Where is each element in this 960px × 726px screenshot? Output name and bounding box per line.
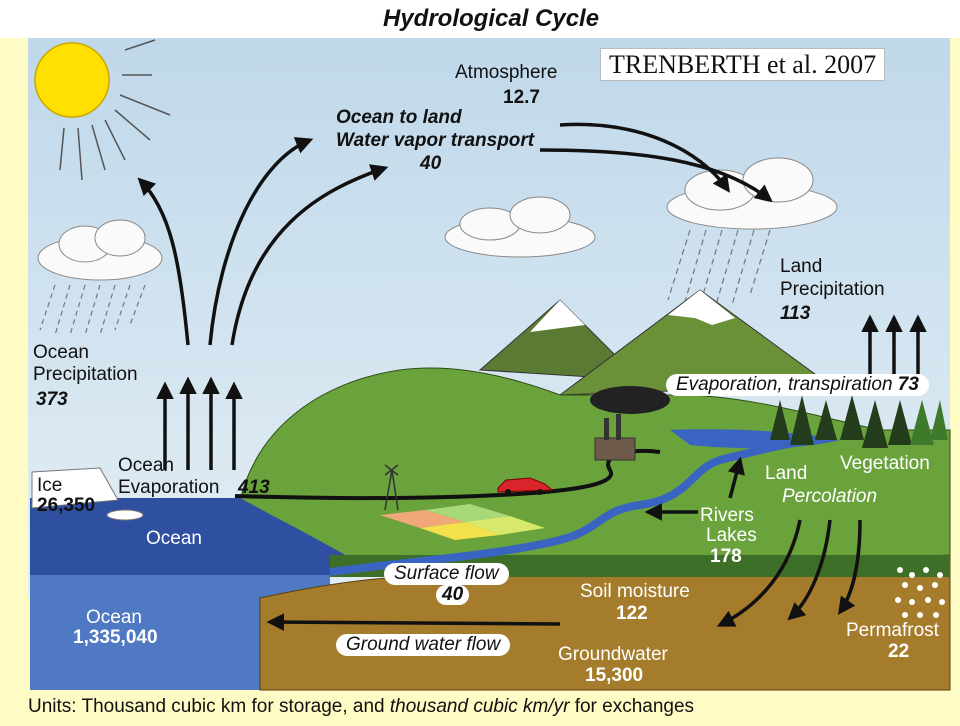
surface-flow-label: Surface flow	[384, 563, 509, 585]
cloud-middle-icon	[444, 196, 596, 258]
ice-floe	[106, 509, 144, 521]
diagram-title: Hydrological Cycle	[383, 5, 600, 32]
frame-right	[948, 0, 960, 726]
ocean-to-land-value: 40	[420, 153, 442, 174]
rivers-line2: Lakes	[706, 525, 757, 546]
ocean-to-land-line2: Water vapor transport	[336, 130, 535, 151]
groundwater-flow-label: Ground water flow	[336, 634, 511, 656]
river	[329, 434, 831, 576]
land-precip-value: 113	[780, 303, 811, 324]
land-precip-line2: Precipitation	[780, 279, 885, 300]
groundwater-label: Groundwater	[558, 644, 668, 665]
sun-icon	[34, 39, 171, 181]
permafrost-label: Permafrost	[846, 620, 939, 641]
ocean-precip-value: 373	[36, 389, 68, 410]
mountains	[478, 289, 832, 396]
groundwater-value: 15,300	[585, 665, 644, 686]
ice-sheet	[31, 467, 119, 509]
atmosphere-label: Atmosphere	[455, 62, 558, 83]
surface-flow-value: 40	[436, 585, 470, 605]
ocean-surface-label: Ocean	[146, 528, 202, 549]
frame-top	[0, 0, 960, 38]
flow-arrows	[137, 122, 927, 631]
ice-label: Ice	[37, 475, 63, 496]
ocean-precip-line1: Ocean	[33, 342, 89, 363]
permafrost-dots	[895, 567, 945, 618]
units-part1: Units: Thousand cubic km for storage, an…	[28, 696, 390, 717]
units-part2: thousand cubic km/yr	[389, 696, 570, 717]
ocean-precip-line2: Precipitation	[33, 364, 138, 385]
car-icon	[497, 477, 554, 495]
permafrost-value: 22	[888, 641, 910, 662]
soil-moisture-value: 122	[616, 603, 648, 624]
evapotrans-label-box: Evaporation, transpiration 73	[666, 374, 929, 396]
rain-left	[39, 284, 146, 336]
source-credit: TRENBERTH et al. 2007	[600, 48, 886, 82]
ocean-evap-value: 413	[238, 477, 270, 498]
frame-bottom	[0, 690, 960, 726]
evapotrans-label: Evaporation, transpiration	[676, 374, 893, 395]
land-precip-line1: Land	[780, 256, 823, 277]
evapotrans-value: 73	[897, 374, 919, 395]
ocean-storage-label: Ocean	[86, 607, 142, 628]
vegetation-label: Vegetation	[840, 453, 930, 474]
land-label: Land	[765, 463, 808, 484]
rivers-line1: Rivers	[700, 505, 754, 526]
farm-fields	[380, 504, 545, 540]
units-part3: for exchanges	[569, 696, 695, 717]
windmill-icon	[384, 464, 399, 511]
forest	[770, 395, 948, 448]
ocean-storage-value: 1,335,040	[73, 627, 158, 648]
atmosphere-value: 12.7	[503, 87, 540, 108]
ocean-evap-line1: Ocean	[118, 455, 174, 476]
ocean-evap-line2: Evaporation	[118, 477, 220, 498]
units-note: Units: Thousand cubic km for storage, an…	[28, 697, 694, 717]
factory-icon	[590, 386, 670, 461]
ocean-to-land-line1: Ocean to land	[336, 107, 462, 128]
ice-value: 26,350	[37, 495, 96, 516]
percolation-label: Percolation	[782, 486, 878, 507]
frame-left	[0, 0, 30, 726]
rivers-value: 178	[710, 546, 742, 567]
cloud-left-icon	[37, 219, 163, 281]
soil-moisture-label: Soil moisture	[580, 581, 690, 602]
